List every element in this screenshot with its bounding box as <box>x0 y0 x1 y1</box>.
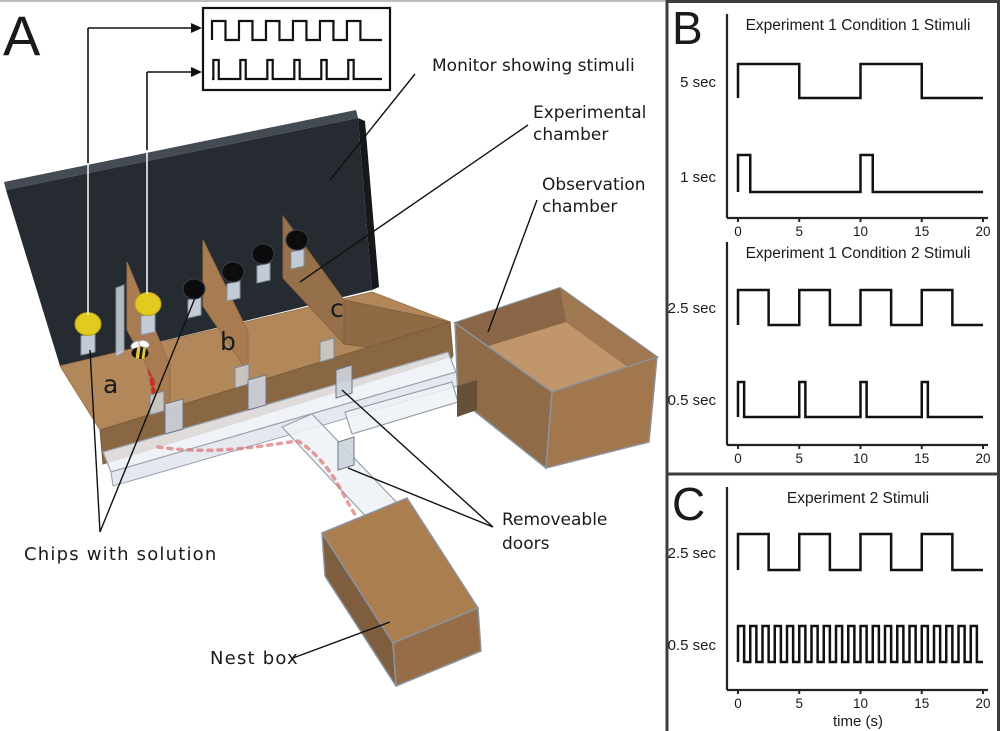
door-panel <box>247 374 267 411</box>
x-tick-label: 0 <box>734 451 742 466</box>
inset-brief-pulse-wave <box>212 58 382 81</box>
door-panel <box>164 398 184 435</box>
label-doors: Removeable doors <box>502 510 613 554</box>
waveform-2.5-sec <box>736 288 983 327</box>
observation-chamber <box>452 286 660 470</box>
compartment-letter-a: a <box>103 370 118 399</box>
chip-stand <box>256 262 271 284</box>
series-label: 0.5 sec <box>668 392 717 409</box>
x-tick-label: 15 <box>914 696 929 711</box>
label-observation-chamber: Observation chamber <box>542 175 651 217</box>
corridor-system <box>102 351 459 524</box>
series-label: 2.5 sec <box>668 545 717 562</box>
door-panel-labeled-1 <box>335 364 353 399</box>
arrowhead-icon <box>191 23 202 33</box>
chip-yellow-2 <box>134 292 162 316</box>
observation-front-right-face <box>545 355 658 469</box>
chip-stand <box>80 332 96 356</box>
x-tick-label: 15 <box>914 451 929 466</box>
chip-stand <box>140 312 156 336</box>
stimulus-monitor <box>4 110 379 366</box>
chip-black-4 <box>285 229 309 251</box>
series-label: 5 sec <box>680 74 716 91</box>
x-tick-label: 5 <box>795 696 803 711</box>
x-tick-label: 20 <box>975 696 990 711</box>
label-chips: Chips with solution <box>24 544 218 565</box>
observation-inner-right-wall <box>560 288 657 371</box>
chart-title: Experiment 1 Condition 2 Stimuli <box>746 245 971 262</box>
leader-doors-2 <box>347 467 494 528</box>
x-tick-label: 10 <box>853 224 868 239</box>
panel-a-apparatus: Monitor showing stimuli Experimental cha… <box>3 4 660 688</box>
panel-letter-c: C <box>672 478 705 530</box>
x-axis-label: time (s) <box>833 713 883 730</box>
compartment-letter-b: b <box>220 327 236 356</box>
label-nest-box: Nest box <box>210 648 299 669</box>
waveform-0.5-sec <box>736 624 983 664</box>
compartment-letter-c: c <box>330 294 344 323</box>
monitor-screen <box>6 118 372 366</box>
chip-black-1 <box>182 278 206 300</box>
leader-chips-1 <box>89 349 101 533</box>
leader-experimental-chamber <box>299 124 529 283</box>
label-monitor: Monitor showing stimuli <box>432 56 635 76</box>
chart-panel-C-3: 0 5 10 15 20 Experiment 2 Stimuli 2.5 sec 0.5 s… <box>668 487 991 730</box>
gate-panel <box>149 390 165 416</box>
monitor-right-edge <box>358 118 379 290</box>
x-tick-label: 20 <box>975 451 990 466</box>
label-experimental-chamber: Experimental chamber <box>533 103 652 145</box>
nest-box-right-face <box>392 606 482 688</box>
x-tick-label: 0 <box>734 224 742 239</box>
chart-title: Experiment 1 Condition 1 Stimuli <box>746 17 971 34</box>
observation-inner-back-wall <box>455 288 566 348</box>
chart-title: Experiment 2 Stimuli <box>787 490 929 507</box>
bee-icon <box>130 339 150 360</box>
series-label: 1 sec <box>680 169 716 186</box>
nest-box <box>320 497 482 688</box>
gate-panel <box>234 363 250 389</box>
leader-nest-box <box>292 621 391 659</box>
arrowhead-icon <box>191 67 202 77</box>
chart-panel-B-2: 0 5 10 15 20 Experiment 1 Condition 2 Stimuli… <box>668 242 991 466</box>
series-label: 0.5 sec <box>668 637 717 654</box>
stimulus-inset <box>201 6 392 92</box>
x-tick-label: 10 <box>853 451 868 466</box>
leader-lines <box>89 73 538 659</box>
chip-stand <box>226 280 241 302</box>
panel-letter-a: A <box>3 4 41 67</box>
leader-chips-2 <box>99 297 196 533</box>
x-tick-label: 15 <box>914 224 929 239</box>
bee-flight-trail-corridor <box>156 439 358 518</box>
chips-group <box>74 229 309 356</box>
stimulus-charts: 0 5 10 15 20 Experiment 1 Condition 1 Stimuli… <box>668 14 991 730</box>
chip-black-3 <box>251 243 275 265</box>
stimulus-inset-waveforms <box>210 19 382 81</box>
chart-panel-B-1: 0 5 10 15 20 Experiment 1 Condition 1 Stimuli… <box>680 14 991 239</box>
leader-observation-chamber <box>487 199 538 333</box>
door-panel-labeled-2 <box>337 436 355 471</box>
leader-monitor <box>329 73 416 181</box>
leader-doors-1 <box>341 389 494 528</box>
x-tick-label: 10 <box>853 696 868 711</box>
x-tick-label: 5 <box>795 451 803 466</box>
gate-panel <box>319 337 335 363</box>
chip-black-2 <box>221 261 245 283</box>
observation-doorway <box>457 380 477 417</box>
series-label: 2.5 sec <box>668 300 717 317</box>
left-glass-wall <box>115 284 125 358</box>
chip-yellow-1 <box>74 312 102 336</box>
x-tick-label: 20 <box>975 224 990 239</box>
waveform-2.5-sec <box>736 532 983 572</box>
waveform-0.5-sec <box>736 380 983 419</box>
panel-letter-b: B <box>672 2 703 54</box>
x-tick-label: 5 <box>795 224 803 239</box>
stimulus-connectors <box>87 23 202 315</box>
waveform-5-sec <box>736 62 983 100</box>
waveform-1-sec <box>736 153 983 194</box>
monitor-top-edge <box>4 110 358 190</box>
inset-slow-flicker-square-wave <box>210 19 382 42</box>
x-tick-label: 0 <box>734 696 742 711</box>
chip-stand <box>290 248 305 270</box>
